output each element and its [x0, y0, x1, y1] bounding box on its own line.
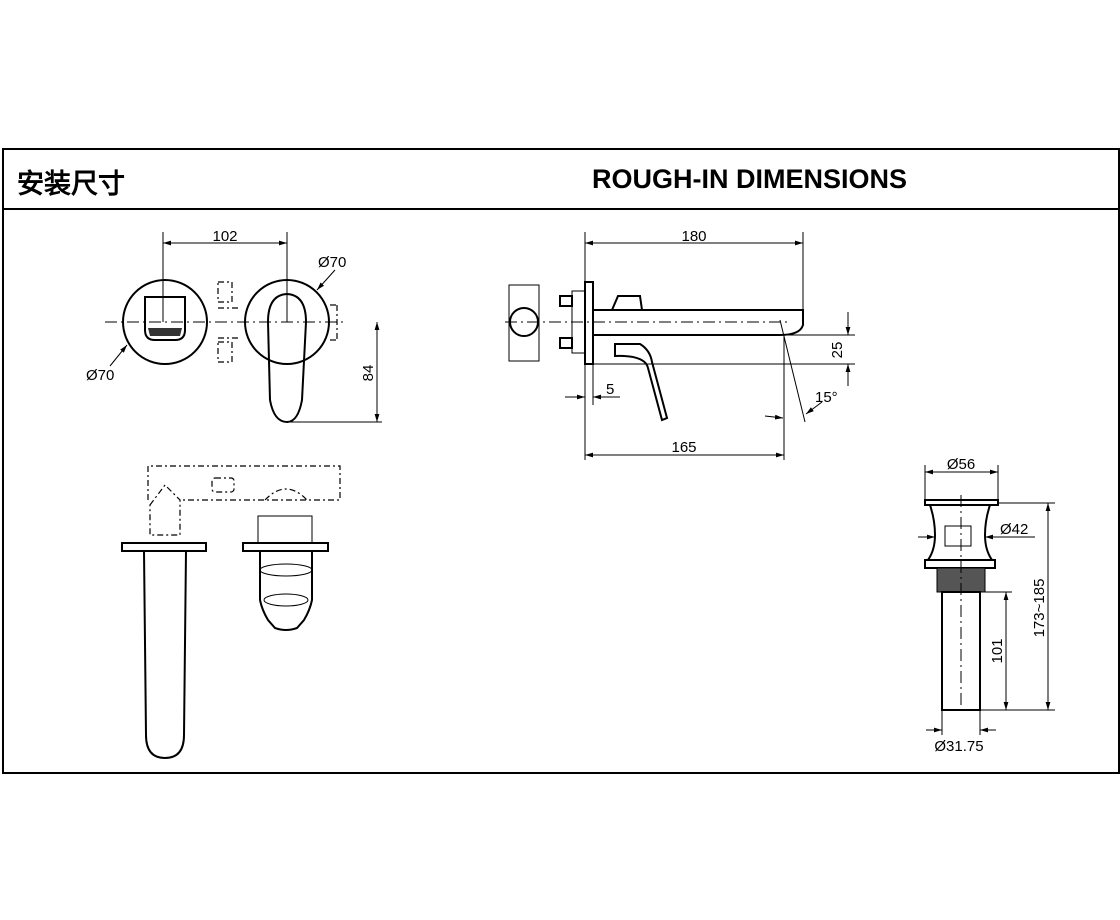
top-view [121, 465, 341, 760]
drawing-frame: 安装尺寸 ROUGH-IN DIMENSIONS [2, 148, 1120, 774]
dim-spout-height: 25 [829, 342, 846, 359]
dim-spacing: 102 [212, 228, 237, 245]
dim-top-diameter: Ø56 [947, 456, 975, 473]
dim-height: 84 [360, 365, 377, 382]
dim-body-diameter: Ø42 [1000, 521, 1028, 538]
dim-angle: 15° [815, 389, 838, 406]
spout [593, 309, 804, 336]
dim-reach: 165 [671, 439, 696, 456]
header: 安装尺寸 ROUGH-IN DIMENSIONS [4, 150, 1118, 210]
dim-total-length: 173~185 [1031, 579, 1048, 638]
dim-left-diameter: Ø70 [86, 367, 114, 384]
side-view: 180 5 165 25 15° [505, 228, 855, 460]
spout-body [143, 550, 187, 760]
title-english: ROUGH-IN DIMENSIONS [592, 164, 908, 194]
valve-plate [242, 542, 329, 552]
spout-plate [121, 542, 207, 552]
handle-body [259, 551, 313, 631]
title-chinese: 安装尺寸 [17, 169, 125, 200]
handle [266, 292, 308, 424]
spout-outlet [144, 296, 186, 341]
dim-pipe-length: 101 [989, 638, 1006, 663]
pop-up-drain: Ø56 Ø42 173~185 101 Ø31.75 [918, 456, 1055, 755]
dim-plate: 5 [606, 381, 614, 398]
dim-length: 180 [681, 228, 706, 245]
wall-plate [584, 281, 594, 365]
dim-right-diameter: Ø70 [318, 254, 346, 271]
left-escutcheon [122, 279, 208, 365]
dim-pipe-diameter: Ø31.75 [934, 738, 983, 755]
front-view: 102 Ø70 Ø70 84 [86, 228, 382, 424]
lever [614, 343, 669, 422]
